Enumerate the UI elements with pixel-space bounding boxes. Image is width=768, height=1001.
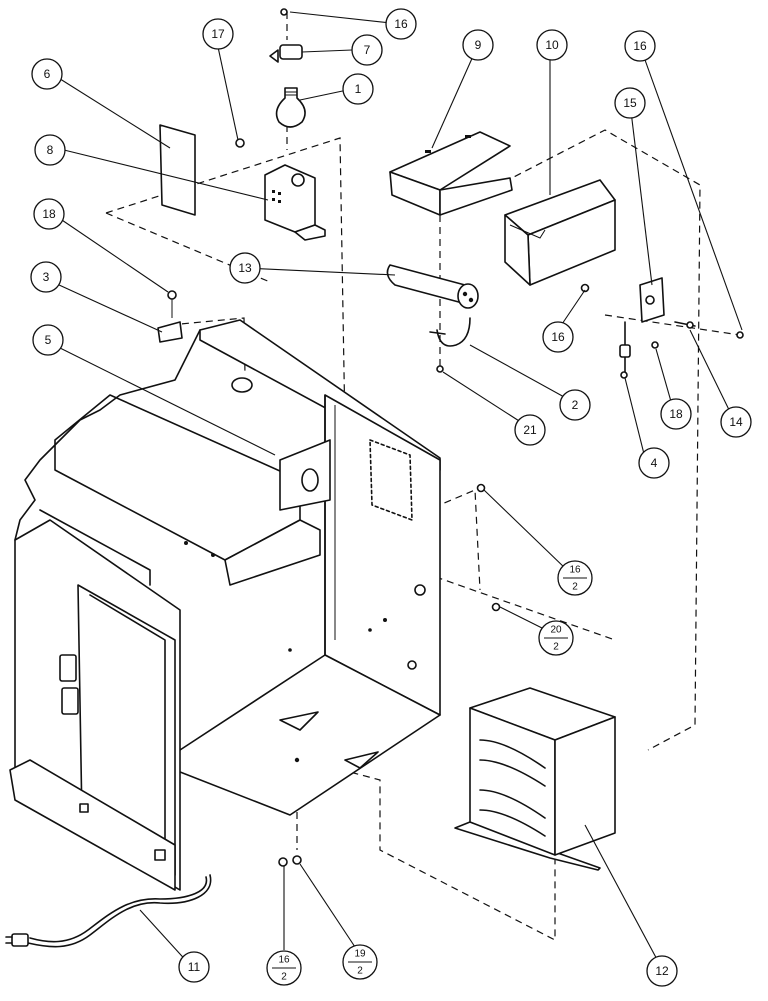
callout-label: 3: [43, 270, 50, 284]
callout-9: 9: [462, 29, 494, 61]
callout-20-over-2: 20 2: [538, 620, 574, 656]
callout-6: 6: [31, 58, 63, 90]
small-parts: [278, 277, 744, 867]
fraction-top: 16: [569, 565, 581, 576]
leader-lines: [45, 11, 743, 966]
callout-label: 12: [655, 964, 669, 978]
callout-16-top: 16: [385, 8, 417, 40]
callout-label: 21: [523, 423, 537, 437]
callout-16-right: 16: [624, 30, 656, 62]
callout-label: 14: [729, 415, 743, 429]
callout-12: 12: [646, 955, 678, 987]
cabinet-chassis: [9, 319, 441, 891]
callout-17: 18: [660, 398, 692, 430]
fraction-top: 20: [550, 625, 562, 636]
callout-label: 1: [355, 82, 362, 96]
callout-label: 6: [44, 67, 51, 81]
callout-bubbles: 16 7 1 17 6 8 9 10: [30, 8, 752, 987]
fraction-bottom: 2: [553, 642, 559, 653]
power-cord: [5, 874, 212, 948]
callout-10: 10: [536, 29, 568, 61]
fraction-top: 19: [354, 949, 366, 960]
callout-label: 17: [211, 27, 225, 41]
callout-label: 10: [545, 38, 559, 52]
callout-11: 11: [178, 951, 210, 983]
callout-16-mid: 16: [542, 321, 574, 353]
callout-label: 8: [47, 143, 54, 157]
callout-16-over-2-bottom: 16 2: [266, 950, 302, 986]
callout-label: 7: [364, 43, 371, 57]
callout-label: 4: [651, 456, 658, 470]
callout-18-left: 18: [33, 198, 65, 230]
callout-21: 21: [514, 414, 546, 446]
callout-18-top: 17: [202, 18, 234, 50]
callout-3: 3: [30, 261, 62, 293]
fraction-callouts: 16 2 20 2 16 2 19 2: [266, 560, 593, 986]
callout-label: 15: [623, 96, 637, 110]
callout-15: 15: [614, 87, 646, 119]
callout-label: 9: [475, 38, 482, 52]
callout-label: 18: [42, 207, 56, 221]
callout-1: 1: [342, 73, 374, 105]
transformer: [454, 687, 616, 871]
callout-4: 4: [638, 447, 670, 479]
bracket-3: [157, 290, 183, 343]
fraction-top: 16: [278, 955, 290, 966]
callout-16-over-2-side: 16 2: [557, 560, 593, 596]
callout-label: 16: [551, 330, 565, 344]
callout-13: 13: [229, 252, 261, 284]
fraction-bottom: 2: [572, 582, 578, 593]
callout-label: 11: [188, 960, 201, 974]
callout-label: 2: [572, 398, 579, 412]
callout-label: 13: [238, 261, 252, 275]
lamp-assembly: [159, 8, 326, 241]
control-brackets: [389, 131, 616, 286]
callout-label: 16: [394, 17, 408, 31]
callout-2: 2: [559, 389, 591, 421]
callout-8: 8: [34, 134, 66, 166]
capacitor: [386, 264, 479, 373]
callout-5: 5: [32, 324, 64, 356]
fraction-bottom: 2: [357, 966, 363, 977]
fraction-bottom: 2: [281, 972, 287, 983]
callout-label: 5: [45, 333, 52, 347]
callout-7: 7: [351, 34, 383, 66]
callout-label: 16: [633, 39, 647, 53]
callout-14: 14: [720, 406, 752, 438]
callout-label: 18: [669, 407, 683, 421]
callout-19-over-2: 19 2: [342, 944, 378, 980]
